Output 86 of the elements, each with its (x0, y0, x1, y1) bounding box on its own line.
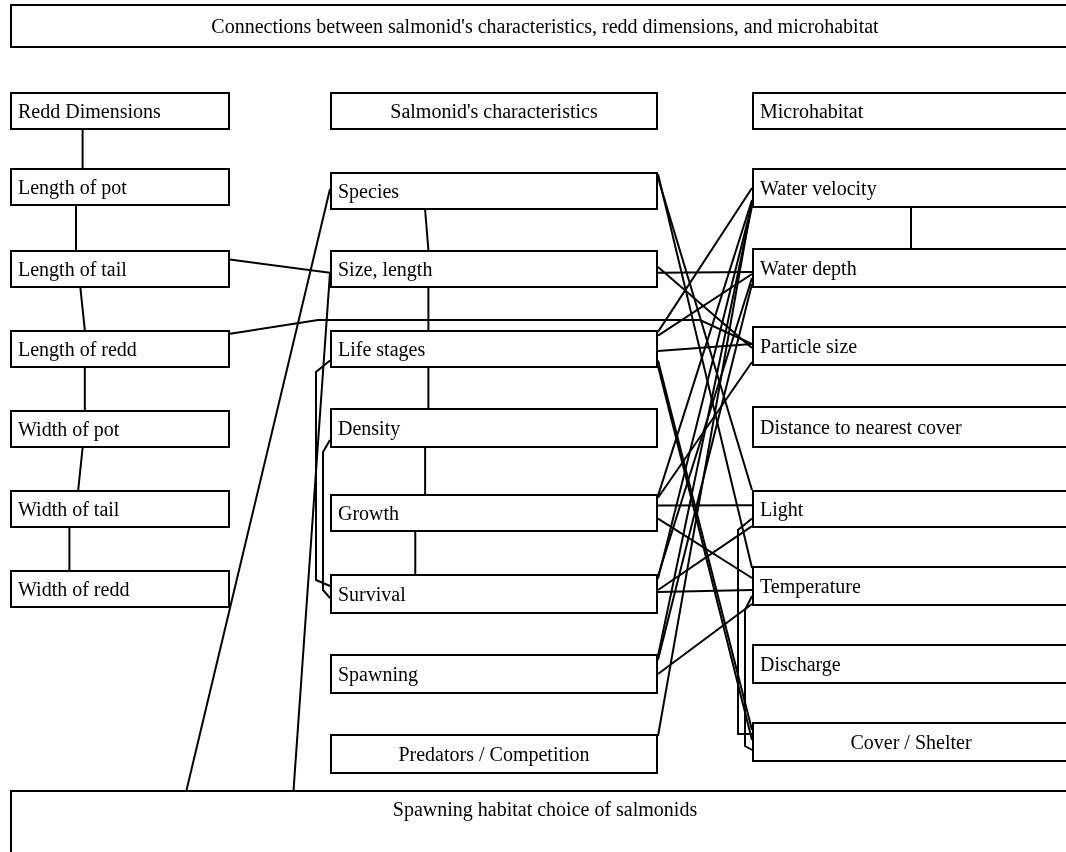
connector-line (910, 207, 912, 249)
text-box (330, 172, 658, 210)
text-box (10, 168, 230, 206)
text-box (10, 790, 1066, 852)
box-label: Light (760, 498, 804, 520)
connector-line (737, 517, 753, 735)
box-label: Width of redd (18, 578, 130, 600)
connector-line (229, 258, 331, 274)
box-label: Width of pot (18, 418, 120, 440)
connector-line (292, 271, 331, 791)
connector-line (744, 595, 753, 751)
connector-line (81, 129, 84, 169)
box-label: Species (338, 180, 400, 202)
box-label: Spawning habitat choice of salmonids (392, 798, 698, 820)
text-box (330, 734, 658, 774)
box-label: Redd Dimensions (18, 100, 161, 122)
connector-line (68, 527, 71, 571)
box-label: Temperature (760, 575, 861, 597)
connector-line (229, 319, 753, 345)
text-box (330, 408, 658, 448)
connector-line (657, 283, 753, 661)
connector-line (315, 359, 331, 587)
connector-line (427, 287, 430, 331)
box-label: Cover / Shelter (850, 731, 972, 753)
title-text: Connections between salmonid's characteristics, redd dimensions, and microhabitat (211, 15, 879, 37)
text-box (330, 494, 658, 532)
box-label: Width of tail (18, 498, 120, 520)
title-box (10, 4, 1066, 48)
text-box (330, 250, 658, 288)
text-box (330, 92, 658, 130)
text-box (330, 330, 658, 368)
connector-line (322, 439, 331, 599)
text-box (10, 570, 230, 608)
connector-line (77, 447, 84, 491)
text-box (752, 566, 1066, 606)
text-box (752, 722, 1066, 762)
text-box (10, 330, 230, 368)
box-label: Survival (338, 583, 406, 605)
box-label: Density (338, 417, 401, 439)
text-box (330, 574, 658, 614)
text-box (330, 654, 658, 694)
box-label: Length of redd (18, 338, 137, 360)
box-label: Length of tail (18, 258, 127, 280)
connector-line (427, 367, 430, 409)
text-box (752, 644, 1066, 684)
connector-line (75, 205, 77, 251)
connector-line (424, 447, 427, 495)
text-box (10, 250, 230, 288)
box-label: Size, length (338, 258, 433, 280)
connector-line (657, 589, 753, 593)
text-box (752, 326, 1066, 366)
connector-line (657, 603, 753, 675)
box-label: Life stages (338, 338, 426, 360)
text-box (752, 406, 1066, 448)
box-label: Length of pot (18, 176, 127, 198)
connector-line (83, 367, 86, 411)
connector-line (424, 209, 430, 251)
connector-line (657, 266, 753, 349)
box-label: Particle size (760, 335, 858, 357)
text-box (10, 92, 230, 130)
connector-line (657, 187, 753, 333)
connector-line (657, 525, 753, 591)
text-box (10, 410, 230, 448)
box-label: Distance to nearest cover (760, 416, 962, 438)
box-label: Spawning (338, 663, 418, 685)
text-box (752, 92, 1066, 130)
text-box (752, 168, 1066, 208)
connector-line (185, 188, 331, 791)
connector-line (657, 271, 753, 274)
box-label: Growth (338, 502, 400, 524)
connector-line (657, 504, 753, 507)
box-label: Salmonid's characteristics (390, 100, 598, 122)
box-label: Predators / Competition (398, 743, 590, 765)
box-label: Water depth (760, 257, 857, 279)
connector-line (414, 531, 417, 575)
box-label: Microhabitat (760, 100, 864, 122)
text-box (752, 248, 1066, 288)
connector-line (79, 287, 86, 331)
connector-line (657, 273, 753, 337)
box-label: Water velocity (760, 177, 877, 199)
box-label: Discharge (760, 653, 841, 675)
text-box (10, 490, 230, 528)
connector-line (657, 343, 753, 352)
connector-line (657, 517, 753, 579)
connector-line (657, 361, 753, 499)
text-box (752, 490, 1066, 528)
